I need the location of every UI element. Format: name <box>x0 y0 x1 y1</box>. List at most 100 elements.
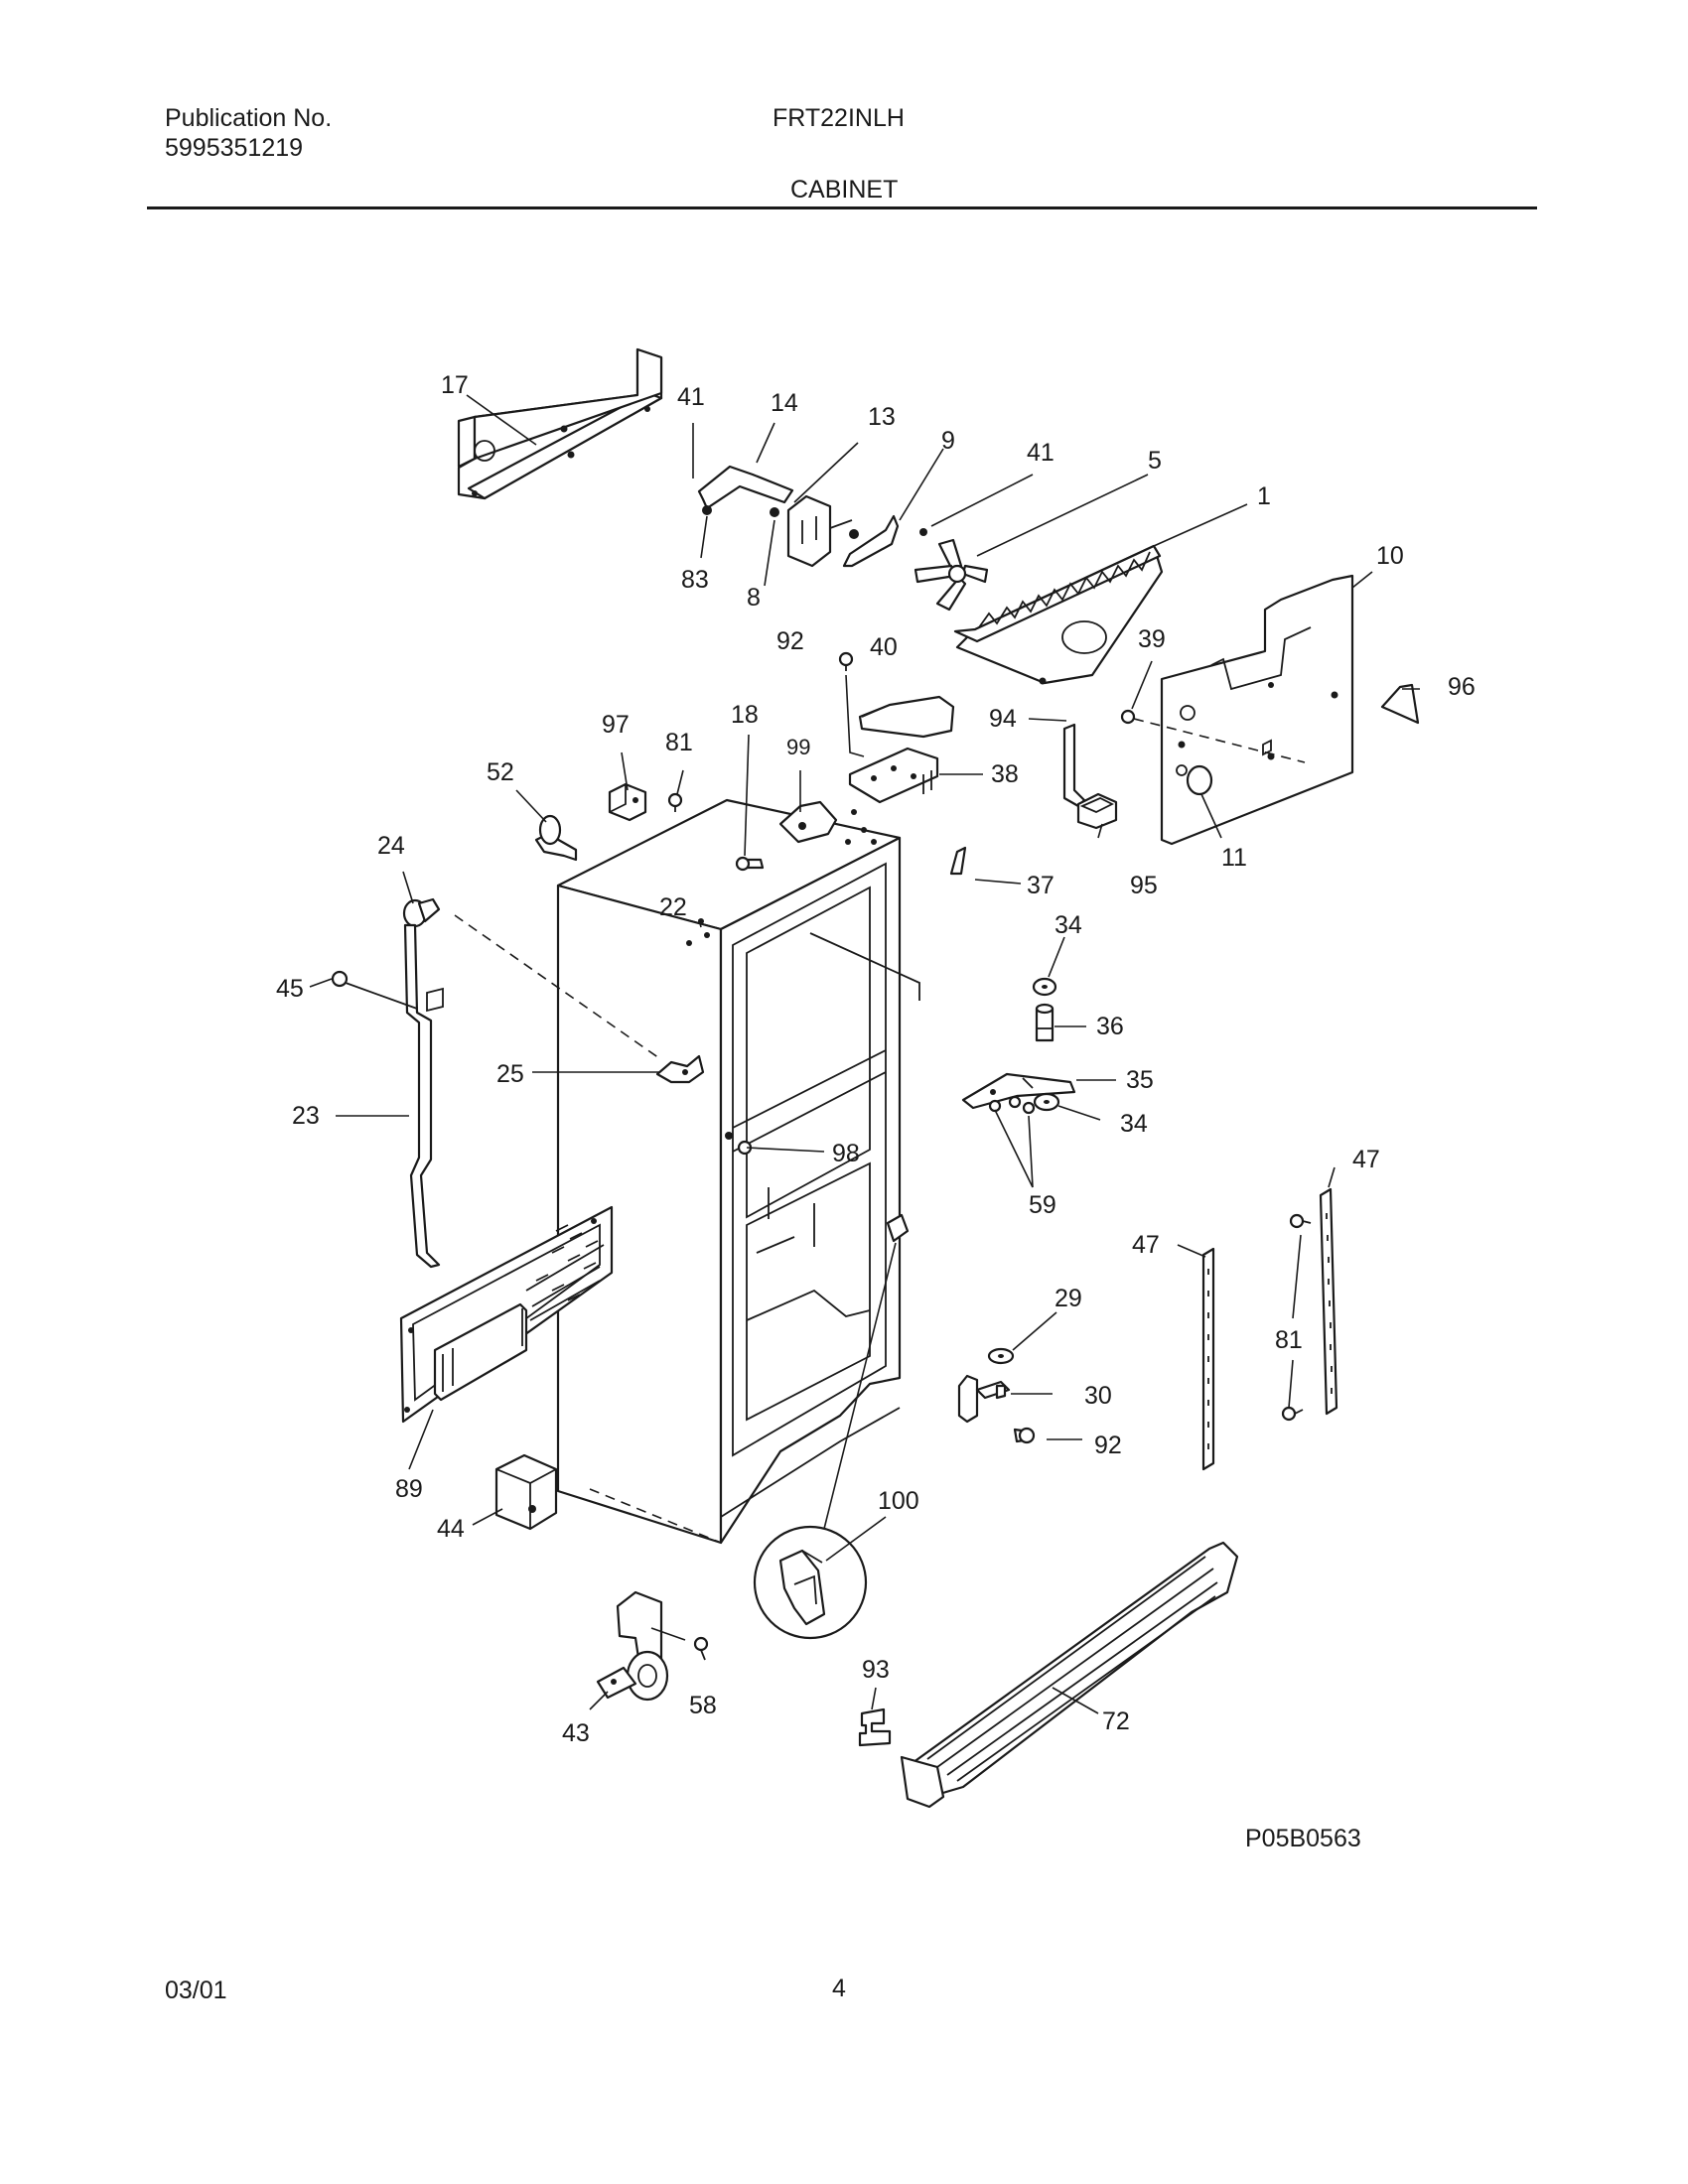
callout-37: 37 <box>1027 872 1055 899</box>
callout-38: 38 <box>991 760 1019 788</box>
part-89-grille <box>399 1205 614 1424</box>
callout-45: 45 <box>276 975 304 1003</box>
callout-41: 41 <box>1027 439 1055 467</box>
callout-17: 17 <box>441 371 469 399</box>
callout-41: 41 <box>677 383 705 411</box>
part-94-damper-bracket <box>1062 723 1086 808</box>
callout-93: 93 <box>862 1656 890 1684</box>
callout-98: 98 <box>832 1140 860 1167</box>
callout-97: 97 <box>602 711 630 739</box>
callout-29: 29 <box>1055 1285 1082 1312</box>
part-40-air-diffuser <box>858 695 955 739</box>
callout-1: 1 <box>1257 482 1271 510</box>
part-9-motor-bracket <box>842 514 927 568</box>
callout-99: 99 <box>786 735 810 759</box>
part-25-hinge-bracket <box>655 1054 705 1084</box>
callout-36: 36 <box>1096 1013 1124 1040</box>
part-58-screw <box>693 1636 709 1661</box>
part-81-screws-rail <box>1281 1213 1312 1422</box>
callout-8: 8 <box>747 584 761 612</box>
part-5-fan-blade <box>914 538 989 612</box>
callout-72: 72 <box>1102 1707 1130 1735</box>
callout-5: 5 <box>1148 447 1162 475</box>
cabinet-body <box>556 798 920 1545</box>
callout-52: 52 <box>487 758 514 786</box>
part-44-relay <box>494 1453 558 1531</box>
callout-14: 14 <box>771 389 798 417</box>
callout-89: 89 <box>395 1475 423 1503</box>
callout-100: 100 <box>878 1487 919 1515</box>
callout-39: 39 <box>1138 625 1166 653</box>
part-37-hinge-cap <box>949 846 967 876</box>
part-59-screws <box>988 1095 1036 1115</box>
callout-94: 94 <box>989 705 1017 733</box>
callout-labels: 17 41 14 13 9 41 5 1 10 83 8 92 40 39 96… <box>276 371 1476 1747</box>
callout-9: 9 <box>941 427 955 455</box>
callout-83: 83 <box>681 566 709 594</box>
callout-18: 18 <box>731 701 759 729</box>
callout-58: 58 <box>689 1692 717 1719</box>
part-13-fan-motor <box>770 494 859 568</box>
part-52-hinge-pin <box>534 814 578 862</box>
footer-page-number: 4 <box>832 1975 846 2002</box>
part-81-screw-top <box>667 792 683 812</box>
part-10-evaporator-rear-cover <box>1160 574 1354 846</box>
callout-47: 47 <box>1352 1146 1380 1173</box>
leader-lines <box>309 394 1420 1714</box>
part-11-plug <box>1186 764 1213 796</box>
drawing-id: P05B0563 <box>1245 1825 1361 1852</box>
callout-92: 92 <box>776 627 804 655</box>
part-100-shelf-support <box>753 1213 910 1640</box>
callout-34: 34 <box>1120 1110 1148 1138</box>
callout-81: 81 <box>1275 1326 1303 1354</box>
part-30-bottom-hinge <box>957 1374 1011 1424</box>
part-29-washer <box>987 1347 1015 1365</box>
part-14-bracket <box>697 465 794 515</box>
callout-96: 96 <box>1448 673 1476 701</box>
part-96-clip <box>1380 683 1420 725</box>
part-47-door-rail-right <box>1319 1187 1338 1416</box>
part-34-washer-bottom <box>1033 1092 1060 1112</box>
part-1-evaporator-cover <box>953 544 1164 685</box>
callout-30: 30 <box>1084 1382 1112 1410</box>
part-18-screw <box>735 856 765 872</box>
callout-22: 22 <box>659 893 687 921</box>
part-38-damper-plate <box>848 747 939 804</box>
header-rule <box>147 206 1537 209</box>
part-93-clip <box>858 1707 892 1747</box>
section-title: CABINET <box>790 176 899 204</box>
callout-59: 59 <box>1029 1191 1056 1219</box>
callout-81: 81 <box>665 729 693 756</box>
callout-35: 35 <box>1126 1066 1154 1094</box>
part-45-screw <box>331 970 418 1010</box>
callout-47: 47 <box>1132 1231 1160 1259</box>
part-72-toe-grille <box>900 1541 1239 1809</box>
part-34-washer-top <box>1032 977 1057 997</box>
part-17-rear-panel <box>457 347 663 500</box>
callout-43: 43 <box>562 1719 590 1747</box>
callout-40: 40 <box>870 633 898 661</box>
callout-23: 23 <box>292 1102 320 1130</box>
footer-date: 03/01 <box>165 1977 227 2004</box>
part-35-center-hinge <box>961 1072 1076 1110</box>
part-97-bracket <box>608 782 647 822</box>
callout-11: 11 <box>1221 844 1247 872</box>
part-23-wire-rod <box>403 923 444 1269</box>
part-47-door-rail-left <box>1201 1247 1215 1471</box>
callout-10: 10 <box>1376 542 1404 570</box>
publication-label: Publication No. <box>165 104 333 132</box>
part-39-screw <box>1120 709 1306 763</box>
part-92-screw-bottom <box>1013 1427 1036 1444</box>
callout-13: 13 <box>868 403 896 431</box>
callout-25: 25 <box>496 1060 524 1088</box>
callout-24: 24 <box>377 832 405 860</box>
callout-95: 95 <box>1130 872 1158 899</box>
publication-number: 5995351219 <box>165 134 304 162</box>
part-43-roller <box>596 1590 686 1702</box>
callout-92: 92 <box>1094 1432 1122 1459</box>
callout-44: 44 <box>437 1515 465 1543</box>
model-number: FRT22INLH <box>773 104 905 132</box>
part-95-damper-box <box>1076 792 1118 830</box>
callout-34: 34 <box>1055 911 1082 939</box>
